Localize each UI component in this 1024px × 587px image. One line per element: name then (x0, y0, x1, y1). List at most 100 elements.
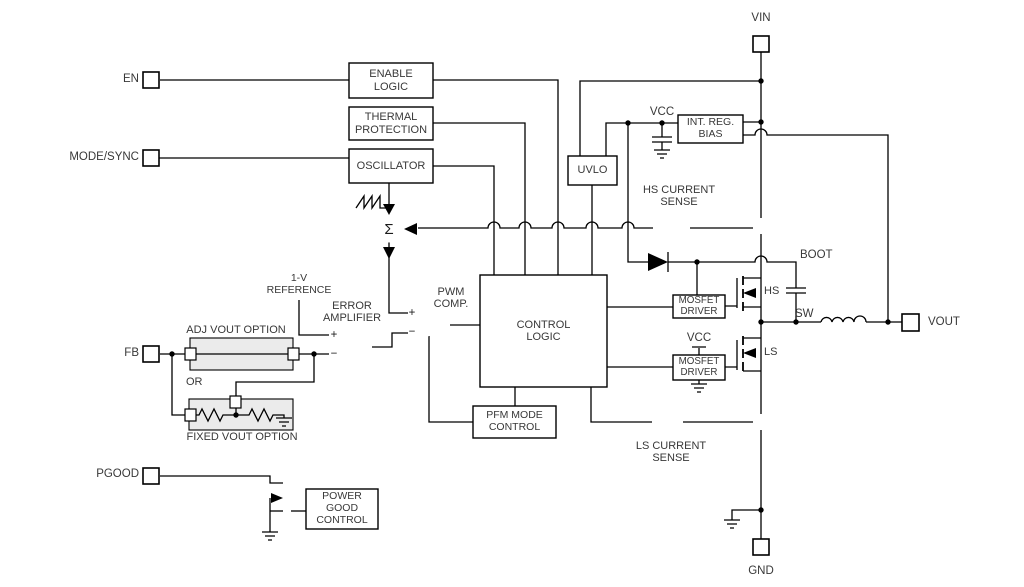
summer-in-arrowhead (404, 223, 417, 235)
hs-mosfet-driver-label: MOSFET DRIVER (673, 295, 725, 318)
ls-sense-element-circle (753, 414, 769, 430)
power-good-control-text: POWER GOOD CONTROL (316, 490, 368, 526)
fixed-vout-option-label: FIXED VOUT OPTION (186, 431, 298, 443)
irb-vout-wire (743, 128, 889, 322)
fixed-gnd-wire (276, 414, 285, 418)
uvlo-vin-sense-wire (579, 80, 761, 156)
pin-pgood (142, 467, 160, 485)
pin-label-en: EN (123, 73, 139, 85)
int-reg-bias-label: INT. REG. BIAS (678, 115, 743, 143)
pfm-mode-control-box (472, 405, 557, 439)
hs-sense-to-summer-wire (418, 221, 653, 229)
fixed-resistor-2 (246, 407, 276, 423)
sigma-symbol: Σ (384, 220, 394, 238)
hs-current-sense-label: HS CURRENT SENSE (632, 184, 726, 209)
enable-logic-box (348, 62, 434, 99)
sawtooth-icon (355, 193, 386, 211)
ls-mosfet-driver-text: MOSFET DRIVER (678, 355, 720, 378)
int-reg-bias-text: INT. REG. BIAS (686, 116, 735, 140)
reference-label: 1-V REFERENCE (260, 272, 338, 297)
error-amplifier-triangle (329, 325, 372, 369)
vcc-cap-ground-symbol (654, 149, 670, 159)
ls-current-sense-text: LS CURRENT SENSE (635, 440, 707, 465)
osc-arrowhead (383, 204, 395, 215)
pwm-comparator-triangle (408, 303, 450, 347)
error-amplifier-text: ERROR AMPLIFIER (322, 300, 382, 325)
pin-label-fb: FB (124, 347, 139, 359)
pfm-mode-control-text: PFM MODE CONTROL (486, 409, 543, 433)
control-logic-label: CONTROL LOGIC (480, 275, 607, 387)
pgood-fet-ground-symbol (262, 531, 278, 541)
sw-label: SW (795, 308, 814, 320)
oscillator-out-wire (433, 165, 495, 275)
pin-vout (901, 313, 920, 332)
error-amplifier-label: ERROR AMPLIFIER (310, 300, 394, 325)
pin-label-gnd: GND (748, 565, 774, 577)
vcc-top-label: VCC (649, 106, 675, 118)
pin-en (142, 71, 160, 89)
vcc-to-diode-wire (627, 123, 648, 263)
or-label: OR (186, 376, 203, 388)
control-logic-box (479, 274, 608, 388)
summer-out-arrowhead (383, 247, 395, 259)
inductor (820, 315, 867, 323)
oscillator-text: OSCILLATOR (356, 159, 426, 172)
thermal-out-wire (433, 122, 526, 275)
reference-text: 1-V REFERENCE (266, 272, 332, 296)
pin-label-vout: VOUT (928, 316, 960, 328)
vcc-capacitor (652, 123, 672, 150)
thermal-protection-label: THERMAL PROTECTION (349, 107, 433, 140)
gnd-branch-ground-symbol (724, 519, 740, 529)
ls-current-sense-triangle (652, 407, 683, 437)
ls-mosfet-driver-box (672, 354, 726, 381)
gnd-branch-wire (731, 509, 761, 520)
pin-mode-sync (142, 149, 160, 167)
ls-mosfet-body-arrow (743, 348, 756, 358)
boot-capacitor (786, 287, 806, 322)
pwm-comp-minus-sign: − (408, 326, 416, 338)
ls-fet-label: LS (764, 346, 778, 358)
thermal-protection-text: THERMAL PROTECTION (354, 111, 428, 136)
control-logic-text: CONTROL LOGIC (516, 318, 571, 343)
oscillator-label: OSCILLATOR (349, 149, 433, 183)
error-amp-minus-sign: − (330, 348, 338, 360)
pin-fb (142, 345, 160, 363)
summing-junction-circle (375, 215, 403, 243)
adj-out-terminal (287, 347, 300, 361)
pgood-wire (160, 475, 283, 484)
uvlo-label: UVLO (568, 156, 617, 185)
hs-current-sense-text: HS CURRENT SENSE (642, 184, 716, 209)
uvlo-text: UVLO (577, 164, 608, 177)
hs-fet-label: HS (764, 285, 780, 297)
pin-label-pgood: PGOOD (96, 468, 139, 480)
adj-in-terminal (184, 347, 197, 361)
ls-driver-vcc-stub (692, 346, 706, 355)
enable-logic-out-wire (433, 79, 559, 275)
pin-label-mode-sync: MODE/SYNC (69, 151, 139, 163)
ls-driver-ground-symbol (691, 380, 707, 393)
pin-vin (752, 35, 770, 53)
fixed-resistor-1 (196, 407, 226, 423)
ls-sense-out-wire (590, 387, 652, 423)
error-amp-out-wire (372, 332, 408, 348)
ls-mosfet-driver-label: MOSFET DRIVER (673, 355, 725, 380)
enable-logic-text: ENABLE LOGIC (369, 68, 413, 93)
pwm-comp-plus-sign: + (408, 307, 416, 319)
vcc-ls-driver-label: VCC (686, 332, 712, 344)
fixed-in-terminal (184, 408, 197, 422)
pwm-comparator-text: PWM COMP. (433, 286, 469, 311)
oscillator-box (348, 148, 434, 184)
hs-mosfet-driver-text: MOSFET DRIVER (678, 294, 720, 317)
fb-down-wire (171, 354, 185, 416)
pin-label-vin: VIN (751, 12, 771, 24)
hs-sense-element-circle (753, 218, 769, 234)
int-reg-bias-box (677, 114, 744, 144)
power-good-control-label: POWER GOOD CONTROL (306, 489, 378, 529)
hs-mosfet-leads (725, 277, 761, 308)
boot-label: BOOT (800, 249, 833, 261)
fixed-box-ground-symbol (276, 417, 292, 427)
boot-diode (648, 253, 668, 271)
boot-wire (697, 255, 797, 288)
error-amp-plus-sign: + (330, 329, 338, 341)
